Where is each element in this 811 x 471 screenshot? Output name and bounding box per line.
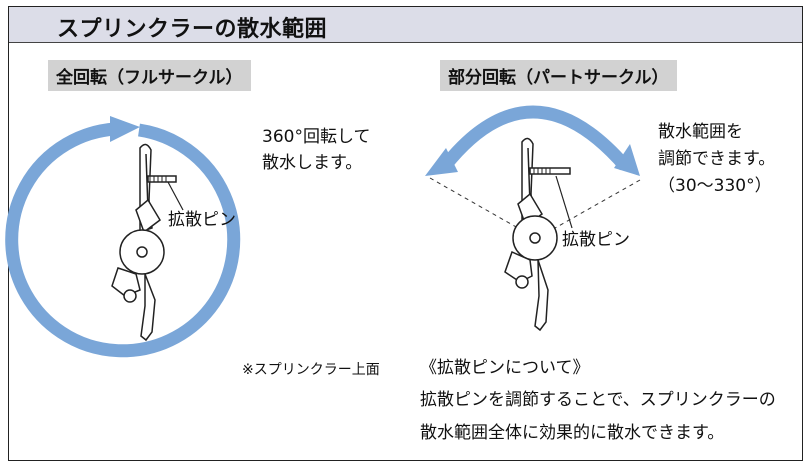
part-circle-label: 部分回転（パートサークル） [440,60,677,91]
full-circle-label: 全回転（フルサークル） [48,60,251,91]
sprinkler-icon-part [504,137,573,332]
part-desc-line3: （30〜330°） [658,176,772,196]
diagram-title: スプリンクラーの散水範囲 [57,17,328,42]
about-line1: 拡散ピンを調節することで、スプリンクラーの [420,390,776,410]
about-line2: 散水範囲全体に効果的に散水できます。 [420,423,725,443]
full-pin-label: 拡散ピン [168,210,236,230]
range-dashed-line-right [547,179,641,233]
part-pin-label: 拡散ピン [562,230,630,250]
arrow-head [110,116,140,142]
about-heading: 《拡散ピンについて》 [420,358,590,378]
top-view-note: ※スプリンクラー上面 [242,362,380,378]
arrow-head-right [614,144,640,176]
part-desc-line2: 調節できます。 [658,149,776,169]
full-desc-line1: 360°回転して [262,127,371,147]
partial-rotation-arrow [425,105,640,176]
range-dashed-line-left [429,177,526,233]
arrow-head-left [425,148,458,176]
part-desc-line1: 散水範囲を [658,122,743,142]
title-bar: スプリンクラーの散水範囲 [9,7,802,43]
sprinkler-icon-full [111,143,184,342]
full-rotation-arrow [5,116,241,358]
full-desc-line2: 散水します。 [262,153,363,173]
